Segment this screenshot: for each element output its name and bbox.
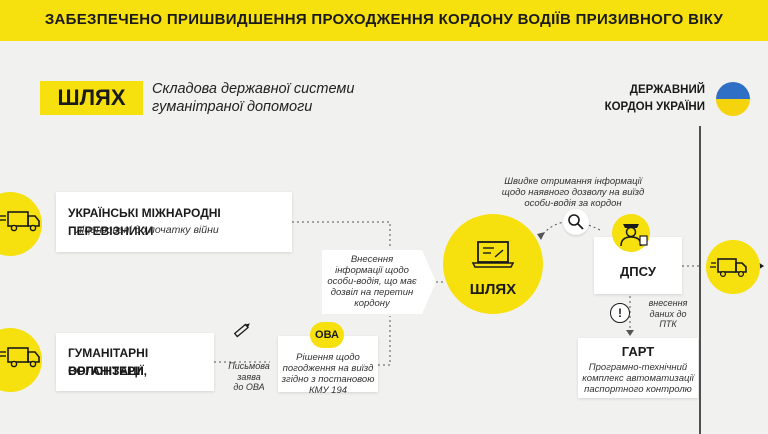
letter-note-line3: до ОВА [233, 382, 265, 392]
entry-note-line1: Внесення [350, 254, 394, 265]
carriers-subtitle: ліцензовані до початку війни [76, 224, 219, 236]
center-circle [443, 214, 543, 314]
carriers-card: УКРАЇНСЬКІ МІЖНАРОДНІ ПЕРЕВІЗНИКИ ліценз… [56, 192, 292, 252]
truck-circle-exit [706, 240, 760, 294]
magnifier-badge [563, 209, 589, 235]
ova-line4: КМУ 194 [308, 385, 348, 396]
exclamation-icon: ! [610, 303, 630, 323]
arrowhead-center [537, 232, 545, 240]
pencil-icon [233, 323, 250, 338]
gart-title: ГАРТ [621, 344, 655, 359]
ukraine-flag-icon [716, 82, 750, 116]
gart-line1: Програмно-технічний [588, 362, 688, 373]
letter-note: Письмова заява до ОВА [224, 361, 274, 393]
ova-line2: погодження на виїзд [282, 363, 374, 374]
state-border-label: ДЕРЖАВНИЙ КОРДОН УКРАЇНИ [597, 82, 705, 116]
officer-badge [612, 214, 650, 252]
ova-decision: Рішення щодо погодження на виїзд згідно … [280, 352, 376, 396]
center-label: ШЛЯХ [469, 281, 517, 298]
ptk-note-line2: даних до [649, 308, 687, 319]
ptk-note-line3: ПТК [659, 319, 677, 329]
letter-note-line2: заява [237, 371, 261, 382]
gart-card: ГАРТ Програмно-технічний комплекс автома… [578, 338, 698, 398]
gart-line2: комплекс автоматизації [582, 373, 694, 384]
entry-note-line2: інформації щодо [335, 265, 409, 276]
humanitarian-title-line2: ВОЛОНТЕРИ [68, 364, 144, 378]
quick-info-line3: особи-водія за кордон [524, 198, 622, 209]
ova-badge: ОВА [310, 322, 344, 348]
entry-note-line3: особи-водія, що має [327, 276, 417, 287]
quick-info-line2: щодо наявного дозволу на виїзд [501, 187, 645, 198]
border-label-line1: ДЕРЖАВНИЙ [629, 84, 705, 96]
humanitarian-card: ГУМАНІТАРНІ ОРГАНІЗАЦІЇ, ВОЛОНТЕРИ [56, 333, 214, 391]
letter-note-line1: Письмова [228, 361, 270, 371]
ova-line3: згідно з постановою [281, 374, 375, 385]
ptk-note: внесення даних до ПТК [640, 298, 696, 330]
brand-subtitle-line1: Складова державної системи [152, 81, 355, 97]
truck-circle-top [0, 192, 42, 256]
truck-circle-bottom [0, 328, 42, 392]
header-banner [0, 0, 768, 41]
ova-line1: Рішення щодо [296, 352, 360, 363]
entry-note-line5: кордону [354, 298, 390, 309]
brand-subtitle: Складова державної системи гуманітраної … [152, 80, 392, 116]
border-label-line2: КОРДОН УКРАЇНИ [604, 101, 705, 113]
arrowhead-gart [626, 330, 634, 336]
quick-info-note: Швидке отримання інформації щодо наявног… [498, 176, 648, 209]
quick-info-line1: Швидке отримання інформації [504, 176, 642, 187]
humanitarian-title-line1: ГУМАНІТАРНІ ОРГАНІЗАЦІЇ, [68, 346, 149, 378]
connector-ova [378, 316, 391, 366]
brand-name-box: ШЛЯХ [40, 81, 143, 115]
carriers-title: УКРАЇНСЬКІ МІЖНАРОДНІ ПЕРЕВІЗНИКИ [68, 206, 221, 238]
brand-subtitle-line2: гуманітраної допомоги [152, 99, 313, 115]
entry-note-line4: дозвіл на перетин [330, 287, 414, 298]
ptk-note-line1: внесення [648, 298, 688, 308]
connector-carriers [292, 221, 391, 248]
gart-line3: паспортного контролю [584, 384, 692, 395]
dpsu-label: ДПСУ [620, 264, 656, 279]
entry-note: Внесення інформації щодо особи-водія, що… [322, 254, 422, 309]
gart-description: Програмно-технічний комплекс автоматизац… [578, 362, 698, 395]
banner-title: ЗАБЕЗПЕЧЕНО ПРИШВИДШЕННЯ ПРОХОДЖЕННЯ КОР… [44, 11, 724, 28]
